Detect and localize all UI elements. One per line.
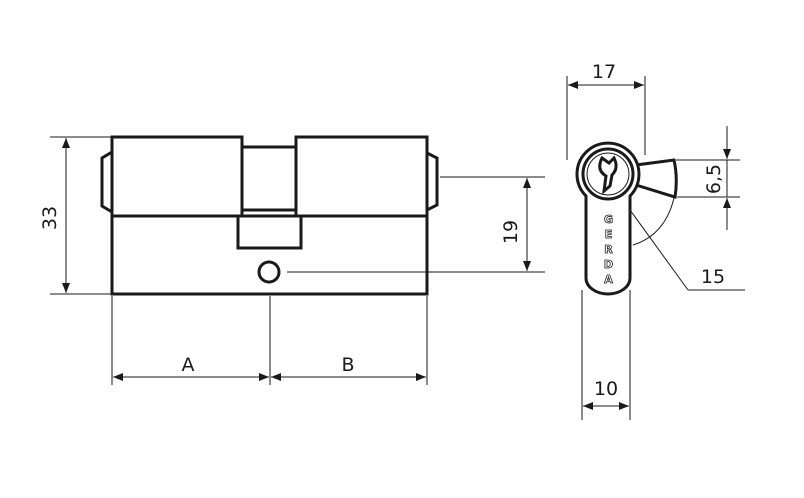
cylinder-side-view	[100, 135, 439, 296]
right-plug	[294, 135, 429, 218]
plug-ring-inner	[586, 152, 630, 196]
fixing-screw-hole	[257, 260, 281, 284]
tail-width-label: 10	[594, 378, 618, 400]
right-cap	[426, 151, 439, 212]
side-b-label: B	[341, 354, 354, 376]
dimension-a-b: A B	[111, 296, 428, 385]
center-connector	[240, 145, 298, 212]
keyway-icon	[598, 155, 618, 195]
dimension-profile-width: 17	[566, 61, 646, 160]
profile-width-label: 17	[592, 61, 616, 83]
dimension-cam-height: 6,5	[676, 126, 740, 230]
cam-height-label: 6,5	[703, 164, 725, 194]
cam-offset-label: 19	[500, 220, 522, 244]
cam-slot	[236, 214, 303, 250]
dimension-cam-offset: 19	[287, 176, 545, 273]
cam-swing-arc	[632, 197, 675, 246]
cylinder-profile-view	[575, 141, 678, 296]
left-plug	[110, 135, 244, 218]
dimension-height: 33	[39, 136, 112, 295]
cam-wedge	[634, 158, 678, 199]
height-label: 33	[39, 206, 61, 230]
dimension-cam-radius: 15	[629, 209, 745, 291]
cam-radius-label: 15	[701, 266, 725, 288]
brand-logo: GERDA	[602, 213, 616, 289]
left-cap	[100, 150, 113, 214]
side-a-label: A	[182, 354, 195, 376]
dimension-tail-width: 10	[581, 290, 631, 420]
